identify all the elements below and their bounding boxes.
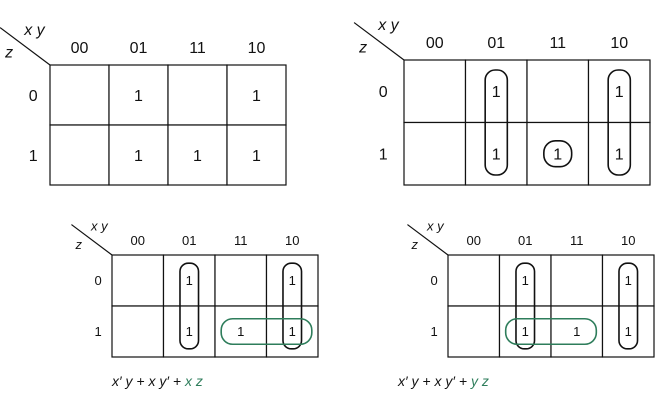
kmap-cell-value: 1 — [522, 273, 529, 288]
column-variable-label: x y — [426, 219, 445, 234]
column-header: 01 — [182, 233, 196, 248]
column-header: 10 — [285, 233, 299, 248]
kmap-cell-value: 1 — [252, 148, 261, 165]
column-header: 00 — [131, 233, 145, 248]
kmap-cell — [214, 254, 268, 307]
kmap-cell — [550, 254, 604, 307]
boolean-expression: x′ y + x y′ + y z — [397, 373, 489, 389]
column-variable-label: x y — [23, 22, 45, 39]
kmap-cell-value: 1 — [615, 84, 624, 101]
kmap-cell-value: 1 — [625, 273, 632, 288]
kmap-cell-value: 1 — [553, 147, 562, 164]
row-header: 1 — [29, 148, 38, 165]
column-variable-label: x y — [377, 17, 399, 34]
loop-row1-11-10 — [220, 317, 313, 346]
column-header: 01 — [518, 233, 532, 248]
kmap-cell — [550, 305, 604, 358]
kmap-cell — [601, 254, 655, 307]
kmap-cell-value: 1 — [289, 273, 296, 288]
kmap-cell-value: 1 — [186, 324, 193, 339]
kmap-cell-value: 1 — [186, 273, 193, 288]
column-header: 10 — [610, 35, 628, 52]
kmap-cell — [403, 121, 467, 186]
kmap-cell — [447, 305, 501, 358]
loop-col-10 — [282, 262, 303, 350]
row-variable-label: z — [358, 40, 367, 57]
row-header: 0 — [94, 273, 101, 288]
column-header: 10 — [248, 40, 266, 57]
row-header: 0 — [430, 273, 437, 288]
kmap-cell — [526, 121, 590, 186]
corner-diagonal — [71, 224, 113, 256]
kmap-cell-value: 1 — [237, 324, 244, 339]
loop-col-10 — [607, 69, 632, 176]
column-header: 11 — [189, 40, 206, 57]
expression-term: x′ y + x y′ + — [397, 373, 471, 389]
kmap-cell-value: 1 — [615, 147, 624, 164]
kmap-cell — [226, 64, 287, 126]
kmap-cell — [108, 64, 169, 126]
kmap-cell — [49, 64, 110, 126]
kmap-cell-value: 1 — [193, 148, 202, 165]
column-header: 11 — [570, 233, 584, 248]
column-header: 00 — [467, 233, 481, 248]
row-header: 1 — [430, 324, 437, 339]
column-header: 01 — [130, 40, 148, 57]
expression-term: x z — [184, 373, 203, 389]
kmap-cell-value: 1 — [492, 147, 501, 164]
kmap-cell-value: 1 — [289, 324, 296, 339]
kmap-cell — [526, 59, 590, 124]
row-header: 0 — [29, 88, 38, 105]
loop-col-10 — [618, 262, 639, 350]
kmap-cell — [167, 64, 228, 126]
kmap-cell — [447, 254, 501, 307]
corner-diagonal — [353, 22, 405, 61]
kmap-cell-value: 1 — [492, 84, 501, 101]
column-variable-label: x y — [90, 219, 109, 234]
boolean-expression: x′ y + x y′ + x z — [111, 373, 203, 389]
column-header: 11 — [234, 233, 248, 248]
row-header: 1 — [94, 324, 101, 339]
loop-col-01 — [515, 262, 536, 350]
kmap-cell-value: 1 — [252, 88, 261, 105]
column-header: 11 — [549, 35, 566, 52]
kmap-cell — [403, 59, 467, 124]
row-header: 0 — [379, 84, 388, 101]
kmap-cell-value: 1 — [134, 88, 143, 105]
column-header: 00 — [71, 40, 89, 57]
column-header: 01 — [487, 35, 505, 52]
kmap-cell-value: 1 — [573, 324, 580, 339]
kmap-cell — [108, 124, 169, 186]
column-header: 10 — [621, 233, 635, 248]
loop-row1-01-11 — [504, 317, 598, 346]
expression-term: x′ y + x y′ + — [111, 373, 185, 389]
row-header: 1 — [379, 147, 388, 164]
kmap-cell — [226, 124, 287, 186]
loop-col-01 — [484, 69, 509, 176]
kmap-cell — [49, 124, 110, 186]
column-header: 00 — [426, 35, 444, 52]
kmap-cell — [111, 305, 165, 358]
kmap-cell-value: 1 — [522, 324, 529, 339]
kmap-cell-value: 1 — [134, 148, 143, 165]
row-variable-label: z — [4, 45, 13, 62]
corner-diagonal — [407, 224, 449, 256]
loop-cell-111 — [543, 140, 573, 168]
kmap-cell — [214, 305, 268, 358]
kmap-cell — [111, 254, 165, 307]
row-variable-label: z — [74, 237, 82, 252]
loop-col-01 — [179, 262, 200, 350]
expression-term: y z — [470, 373, 489, 389]
kmap-cell-value: 1 — [625, 324, 632, 339]
corner-diagonal — [0, 27, 51, 66]
row-variable-label: z — [410, 237, 418, 252]
